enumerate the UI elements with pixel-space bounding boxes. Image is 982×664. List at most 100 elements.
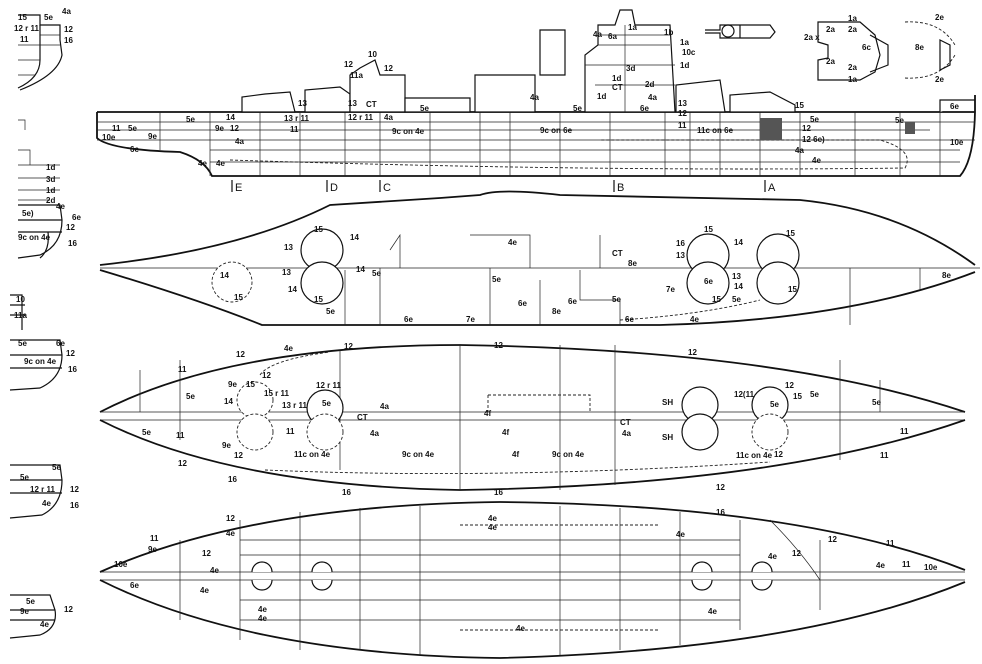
armour-label-tower-details: 2a (848, 25, 857, 34)
armour-label-upper-deck: 13 (732, 272, 741, 281)
armour-label-profile: 4a (235, 137, 244, 146)
armour-label-profile: 6e (640, 104, 649, 113)
armour-label-sections: 5e (26, 597, 35, 606)
armour-label-middle-deck: 12 (236, 350, 245, 359)
armour-label-sections: 5e (20, 473, 29, 482)
armour-label-sections: 11a (14, 311, 27, 320)
armour-label-middle-deck: 5e (770, 400, 779, 409)
armour-label-profile: 4e (812, 156, 821, 165)
armour-label-profile: 13 r 11 (284, 114, 309, 123)
armour-label-upper-deck: 5e (612, 295, 621, 304)
armour-label-profile: 2d (645, 80, 654, 89)
armour-label-lower-deck: 4e (516, 624, 525, 633)
armour-label-middle-deck: 11 (176, 431, 185, 440)
armour-label-middle-deck: 4a (370, 429, 379, 438)
armour-label-profile: 9e (148, 132, 157, 141)
armour-label-middle-deck: CT (357, 413, 368, 422)
armour-label-upper-deck: 8e (942, 271, 951, 280)
armour-label-profile: 4e (198, 159, 207, 168)
armour-label-sections: 16 (70, 501, 79, 510)
armour-label-middle-deck: 12 (178, 459, 187, 468)
armour-label-middle-deck: 16 (494, 488, 503, 497)
armour-label-upper-deck: 14 (350, 233, 359, 242)
armour-label-middle-deck: 11 (880, 451, 889, 460)
armour-label-sections: 5e (44, 13, 53, 22)
armour-label-middle-deck: 16 (0, 0, 9, 2)
armour-label-sections: 12 (66, 349, 75, 358)
section-marker-label: C (383, 182, 391, 194)
armour-label-profile: 12 6e) (802, 135, 825, 144)
armour-label-lower-deck: 16 (716, 508, 725, 517)
armour-label-upper-deck: 16 (676, 239, 685, 248)
armour-label-profile: 11a (350, 71, 363, 80)
armour-label-upper-deck: 5e (326, 307, 335, 316)
armour-label-sections: 3d (46, 175, 55, 184)
armour-label-profile: 12 (344, 60, 353, 69)
armour-label-upper-deck: 5e (372, 269, 381, 278)
armour-label-upper-deck: 7e (666, 285, 675, 294)
armour-label-lower-deck: 4e (676, 530, 685, 539)
armour-label-middle-deck: SH (662, 398, 673, 407)
armour-label-sections: 5e (52, 463, 61, 472)
armour-label-sections: 6e (56, 339, 65, 348)
armour-label-upper-deck: 15 (712, 295, 721, 304)
armour-label-lower-deck: 4e (708, 607, 717, 616)
armour-label-profile: CT (612, 83, 623, 92)
armour-label-upper-deck: 15 (788, 285, 797, 294)
armour-label-middle-deck: 4e (284, 344, 293, 353)
armour-label-sections: 16 (64, 36, 73, 45)
armour-label-tower-details: 2a (826, 25, 835, 34)
armour-label-profile: 4a (384, 113, 393, 122)
armour-label-profile: 4a (795, 146, 804, 155)
cross-sections (9, 14, 63, 639)
armour-label-middle-deck: 12 (262, 371, 271, 380)
armour-label-lower-deck: 9e (148, 545, 157, 554)
armour-label-upper-deck: 14 (734, 238, 743, 247)
armour-label-middle-deck: 12 (494, 341, 503, 350)
armour-label-middle-deck: 12(11 (734, 390, 755, 399)
armour-label-middle-deck: 15 (793, 392, 802, 401)
armour-label-profile: 5e (420, 104, 429, 113)
armour-label-upper-deck: 14 (288, 285, 297, 294)
armour-label-middle-deck: 16 (342, 488, 351, 497)
armour-label-profile: 5e (128, 124, 137, 133)
armour-label-profile: 1b (664, 28, 673, 37)
armour-label-tower-details: 1a (848, 75, 857, 84)
armour-label-upper-deck: 4e (690, 315, 699, 324)
armour-label-upper-deck: 5e (732, 295, 741, 304)
armour-label-profile: 5e (895, 116, 904, 125)
armour-label-lower-deck: 10e (114, 560, 128, 569)
armour-label-upper-deck: 6e (625, 315, 634, 324)
armour-label-lower-deck: 11 (886, 539, 895, 548)
lower-deck-plan (99, 501, 966, 659)
armour-label-lower-deck: 4e (258, 614, 267, 623)
armour-label-profile: 12 (802, 124, 811, 133)
armour-label-lower-deck: 4e (200, 586, 209, 595)
armour-label-sections: 1d (46, 186, 55, 195)
armour-label-upper-deck: 8e (552, 307, 561, 316)
armour-label-sections: 12 (70, 485, 79, 494)
armour-label-upper-deck: 13 (676, 251, 685, 260)
armour-label-tower-details: 2a (848, 63, 857, 72)
armour-label-lower-deck: 4e (488, 514, 497, 523)
armour-label-sections: 16 (68, 239, 77, 248)
armour-label-middle-deck: 11 (178, 365, 187, 374)
armour-label-profile: 6e (130, 145, 139, 154)
armour-label-profile: 4a (530, 93, 539, 102)
armour-label-middle-deck: 12 (785, 381, 794, 390)
armour-label-middle-deck: 12 (344, 342, 353, 351)
armour-label-upper-deck: 13 (282, 268, 291, 277)
armour-label-sections: 15 (18, 13, 27, 22)
armour-label-sections: 4a (62, 7, 71, 16)
armour-label-middle-deck: 11c on 4e (294, 450, 331, 459)
armour-label-middle-deck: 15 r 11 (264, 389, 289, 398)
armour-label-profile: 6e (950, 102, 959, 111)
armour-label-middle-deck: 12 (688, 348, 697, 357)
armour-label-middle-deck: CT (620, 418, 631, 427)
armour-label-sections: 12 r 11 (14, 24, 39, 33)
armour-label-tower-details: 8e (915, 43, 924, 52)
armour-label-lower-deck: 4e (210, 566, 219, 575)
armour-label-sections: 5e) (22, 209, 34, 218)
armour-label-middle-deck: 14 (224, 397, 233, 406)
